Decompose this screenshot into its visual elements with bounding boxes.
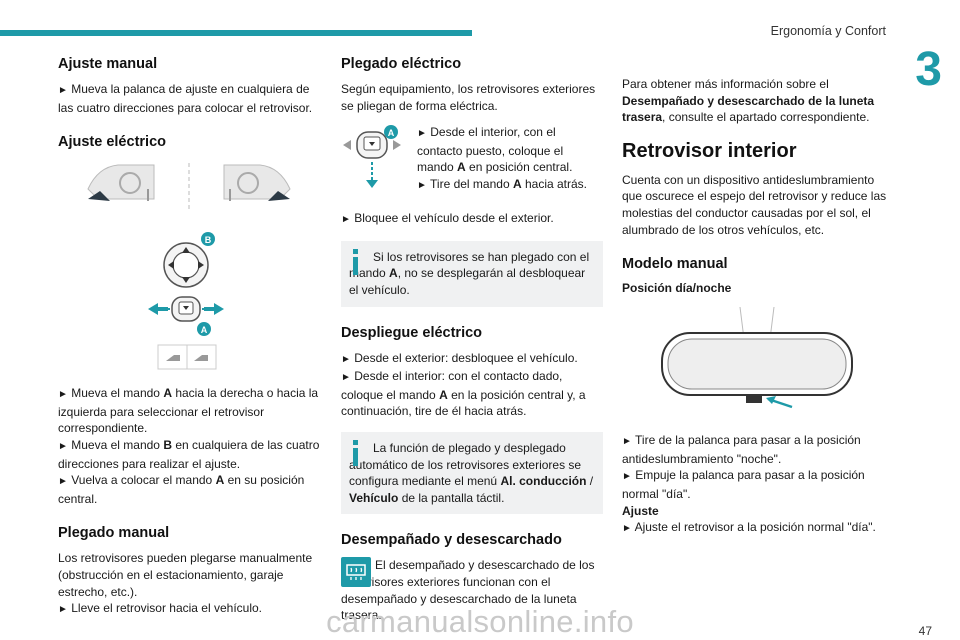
info-icon (353, 439, 358, 466)
chapter-number: 3 (915, 43, 942, 96)
paragraph-fold-step-2: ► Tire del mando A hacia atrás. (417, 176, 588, 191)
heading-ajuste-manual: Ajuste manual (58, 56, 158, 72)
control-a-selector (148, 296, 224, 322)
paragraph-day-step: ► Empuje la palanca para pasar a la posi… (622, 468, 865, 501)
heading-despliegue: Despliegue eléctrico (341, 324, 483, 341)
info-box-config: La función de plegado y desplegado autom… (341, 431, 603, 515)
rear-defrost-icon (341, 557, 371, 588)
info-box-fold: Si los retrovisores se han plegado con e… (341, 240, 603, 307)
label-a: A (201, 325, 208, 335)
heading-ajuste-electrico: Ajuste eléctrico (58, 134, 166, 151)
mirror-control-illustration: B A (87, 163, 291, 370)
fold-control-icon: A (343, 125, 401, 189)
paragraph-unfold-step-2: ► Desde el interior: con el contacto dad… (341, 369, 586, 419)
paragraph-step-b: ► Mueva el mando B en cualquiera de las … (58, 437, 320, 471)
control-b-joystick (163, 242, 209, 288)
right-mirror-icon (223, 164, 291, 202)
column-right: Para obtener más información sobre el De… (622, 76, 892, 538)
paragraph-unfold-step-1: ► Desde el exterior: desbloquee el vehíc… (341, 350, 578, 365)
heading-retrovisor-interior: Retrovisor interior (622, 139, 797, 162)
label-b: B (205, 235, 212, 245)
header-title: Ergonomía y Confort (770, 24, 886, 38)
paragraph-plegado-manual: Los retrovisores pueden plegarse manualm… (58, 551, 313, 599)
heading-modelo-manual: Modelo manual (622, 256, 728, 273)
paragraph-plegado-intro: Según equipamiento, los retrovisores ext… (341, 82, 596, 113)
interior-mirror-illustration (661, 307, 853, 409)
paragraph-night-step: ► Tire de la palanca para pasar a la pos… (622, 433, 861, 466)
left-mirror-icon (87, 164, 155, 202)
paragraph-fold-step-1: ► Desde el interior, con el contacto pue… (417, 125, 573, 175)
paragraph-plegado-manual-step: ► Lleve el retrovisor hacia el vehículo. (58, 601, 263, 616)
day-night-lever (746, 395, 762, 404)
paragraph-step-a: ► Mueva el mando A hacia la derecha o ha… (58, 386, 319, 436)
heading-desempanado: Desempañado y desescarchado (341, 532, 562, 549)
mirror-left-small-icon (166, 355, 180, 362)
label-a-fold: A (388, 128, 395, 138)
info-icon (353, 248, 358, 275)
paragraph-retrovisor-interior: Cuenta con un dispositivo antideslumbram… (622, 172, 887, 237)
paragraph-desempanado: El desempañado y desescarchado de los re… (341, 558, 595, 623)
heading-plegado-manual: Plegado manual (58, 525, 170, 542)
paragraph-intro-reference: Para obtener más información sobre el De… (622, 77, 875, 125)
paragraph-step-a-return: ► Vuelva a colocar el mando A en su posi… (58, 473, 305, 506)
figure-electric-mirror-controls: B A (58, 159, 320, 371)
column-left: Ajuste manual ► Mueva la palanca de ajus… (58, 56, 320, 619)
paragraph-fold-step-3: ► Bloquee el vehículo desde el exterior. (341, 211, 554, 226)
paragraph-ajuste-step: ► Ajuste el retrovisor a la posición nor… (622, 520, 876, 535)
header-accent-bar (0, 30, 472, 36)
defrost-block: El desempañado y desescarchado de los re… (341, 557, 603, 623)
subheading-posicion: Posición día/noche (622, 281, 732, 296)
bullet-arrow-icon: ► (58, 85, 68, 96)
heading-plegado-electrico: Plegado eléctrico (341, 56, 462, 72)
fold-control-block: A ► Desde el interior, con el contacto p… (341, 124, 603, 196)
page-number: 47 (918, 624, 932, 638)
mirror-right-small-icon (194, 355, 208, 362)
paragraph-ajuste-manual: ► Mueva la palanca de ajuste en cualquie… (58, 82, 313, 115)
column-middle: Plegado eléctrico Según equipamiento, lo… (341, 56, 603, 624)
label-ajuste: Ajuste (622, 503, 659, 518)
watermark-text: carmanualsonline.info (326, 604, 634, 639)
